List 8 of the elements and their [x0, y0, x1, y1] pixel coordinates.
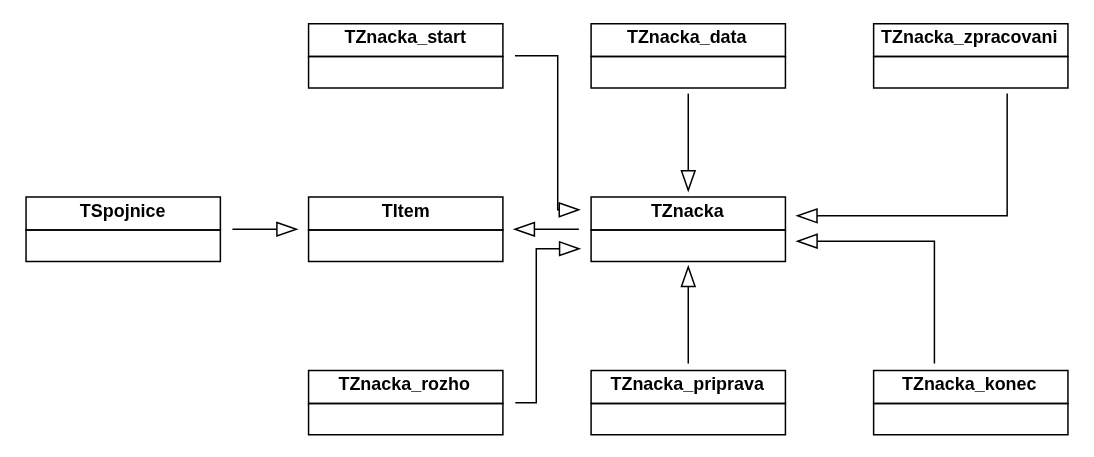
arrow	[680, 264, 697, 365]
arrow	[795, 233, 936, 365]
arrow	[512, 221, 580, 238]
arrow	[680, 92, 697, 193]
arrow	[795, 92, 1008, 224]
arrow	[514, 240, 582, 404]
arrow	[514, 55, 581, 218]
arrow	[231, 221, 299, 238]
